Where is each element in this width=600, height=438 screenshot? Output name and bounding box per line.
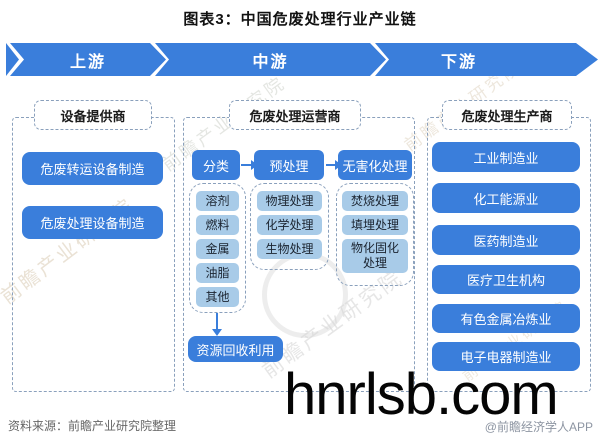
node-resource-recycling: 资源回收利用 (188, 336, 283, 362)
banner-label-midstream: 中游 (252, 53, 289, 71)
item-metal: 金属 (196, 239, 239, 259)
flow-arrow-icon (241, 160, 258, 170)
page-title: 图表3：中国危废处理行业产业链 (183, 11, 417, 28)
classification-group (189, 183, 246, 313)
credit-note: @前瞻经济学人APP (484, 420, 593, 434)
banner-label-upstream: 上游 (69, 53, 106, 71)
item-chemical-treatment: 化学处理 (257, 215, 322, 235)
flow-node-harmless-treatment: 无害化处理 (338, 150, 412, 180)
item-grease: 油脂 (196, 263, 239, 283)
banner-segment-midstream: 中游 (155, 43, 386, 76)
down-arrow-icon (212, 313, 222, 336)
item-fuel: 燃料 (196, 215, 239, 235)
downstream-header: 危废处理生产商 (442, 100, 572, 130)
item-physical-treatment: 物理处理 (257, 191, 322, 211)
node-industrial-manufacturing: 工业制造业 (432, 142, 580, 172)
node-waste-treatment-equipment: 危废处理设备制造 (22, 206, 163, 239)
node-chemical-energy: 化工能源业 (432, 183, 580, 213)
flow-node-classification: 分类 (192, 150, 240, 180)
item-solvent: 溶剂 (196, 191, 239, 211)
harmless-group (336, 183, 414, 286)
node-medical-institutions: 医疗卫生机构 (432, 265, 580, 294)
item-landfill: 填埋处理 (342, 215, 408, 235)
banner-segment-upstream: 上游 (10, 43, 166, 76)
flow-node-pretreatment: 预处理 (254, 150, 324, 180)
banner-label-downstream: 下游 (440, 53, 477, 71)
pretreatment-group (250, 183, 329, 270)
item-other: 其他 (196, 287, 239, 307)
flow-arrow-icon (326, 160, 342, 170)
node-electronics-manufacturing: 电子电器制造业 (432, 342, 580, 371)
node-nonferrous-smelting: 有色金属冶炼业 (432, 304, 580, 333)
upstream-header: 设备提供商 (34, 100, 152, 130)
node-waste-transfer-equipment: 危废转运设备制造 (22, 152, 163, 185)
item-physchem-solidification: 物化固化处理 (342, 239, 408, 273)
item-incineration: 焚烧处理 (342, 191, 408, 211)
source-note: 资料来源：前瞻产业研究院整理 (8, 419, 177, 433)
midstream-header: 危废处理运营商 (229, 100, 361, 130)
banner-segment-downstream: 下游 (375, 43, 598, 76)
node-pharmaceutical: 医药制造业 (432, 225, 580, 255)
item-biological-treatment: 生物处理 (257, 239, 322, 259)
